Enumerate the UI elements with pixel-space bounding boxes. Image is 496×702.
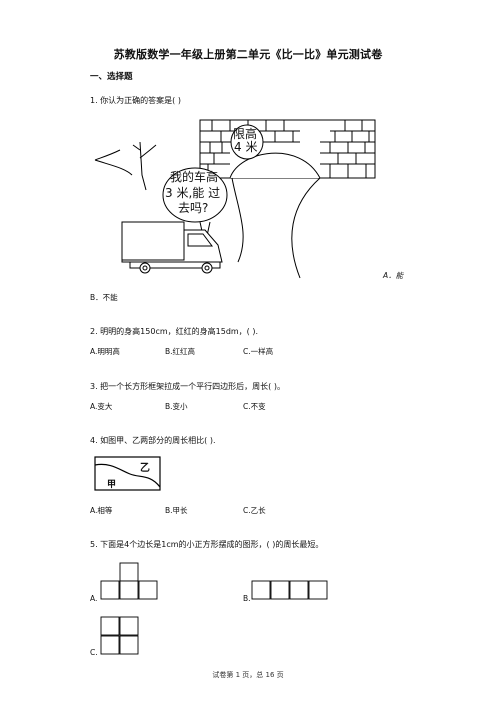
height-limit-sign-line1: 限高 <box>233 127 258 141</box>
q4-option-a: A.相等 <box>90 506 113 515</box>
question-4-text: 4. 如图甲、乙两部分的周长相比( ). <box>90 436 216 445</box>
q3-option-b: B.变小 <box>165 402 188 411</box>
q5-option-a: A. <box>90 594 98 603</box>
q5-option-c: C. <box>90 648 98 657</box>
section-heading: 一、选择题 <box>90 72 133 82</box>
q4-label-yi: 乙 <box>140 463 150 474</box>
question-2-text: 2. 明明的身高150cm，红红的身高15dm，( ). <box>90 327 259 336</box>
question-5-text: 5. 下面是4个边长是1cm的小正方形摆成的图形，( )的周长最短。 <box>90 540 324 549</box>
q3-option-c: C.不变 <box>243 402 266 411</box>
speech-bubble-line2: 3 米,能 过 <box>165 186 221 200</box>
q4-option-c: C.乙长 <box>243 506 266 515</box>
page-title: 苏教版数学一年级上册第二单元《比一比》单元测试卷 <box>113 48 383 61</box>
q2-option-a: A.明明高 <box>90 347 120 356</box>
speech-bubble-line1: 我的车高 <box>170 170 219 184</box>
height-limit-sign-line2: 4 米 <box>234 140 258 154</box>
q4-label-jia: 甲 <box>107 480 117 490</box>
q1-option-b: B．不能 <box>90 293 118 302</box>
q2-option-c: C.一样高 <box>243 347 274 356</box>
q2-option-b: B.红红高 <box>165 347 196 356</box>
page-footer: 试卷第 1 页，总 16 页 <box>212 671 284 679</box>
question-1-text: 1. 你认为正确的答案是( ) <box>90 96 181 105</box>
q4-option-b: B.甲长 <box>165 506 188 515</box>
speech-bubble-line3: 去吗? <box>178 201 209 215</box>
q1-option-a: A．能 <box>383 271 404 280</box>
q5-option-b: B. <box>243 594 251 603</box>
question-3-text: 3. 把一个长方形框架拉成一个平行四边形后，周长( )。 <box>90 382 285 391</box>
q3-option-a: A.变大 <box>90 402 113 411</box>
